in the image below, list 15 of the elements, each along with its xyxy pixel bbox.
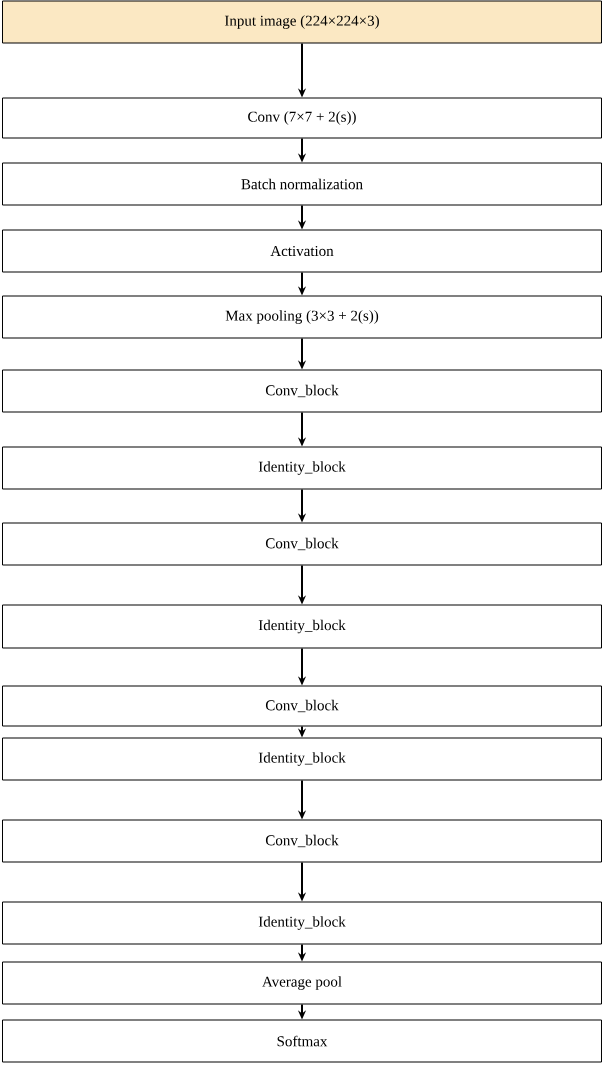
layer-box: Identity_block [2,604,602,649]
layer-box: Max pooling (3×3 + 2(s)) [2,295,602,339]
layer-box: Conv (7×7 + 2(s)) [2,97,602,139]
layer-box: Identity_block [2,446,602,490]
layer-box: Conv_block [2,522,602,566]
layer-box: Conv_block [2,819,602,863]
layer-box: Identity_block [2,737,602,781]
layer-box: Activation [2,229,602,273]
layer-box: Softmax [2,1019,602,1063]
layer-box: Conv_block [2,685,602,727]
layer-box: Input image (224×224×3) [2,0,602,44]
layer-box: Average pool [2,961,602,1005]
layer-box: Identity_block [2,901,602,945]
layer-box: Conv_block [2,369,602,413]
layer-box: Batch normalization [2,162,602,206]
